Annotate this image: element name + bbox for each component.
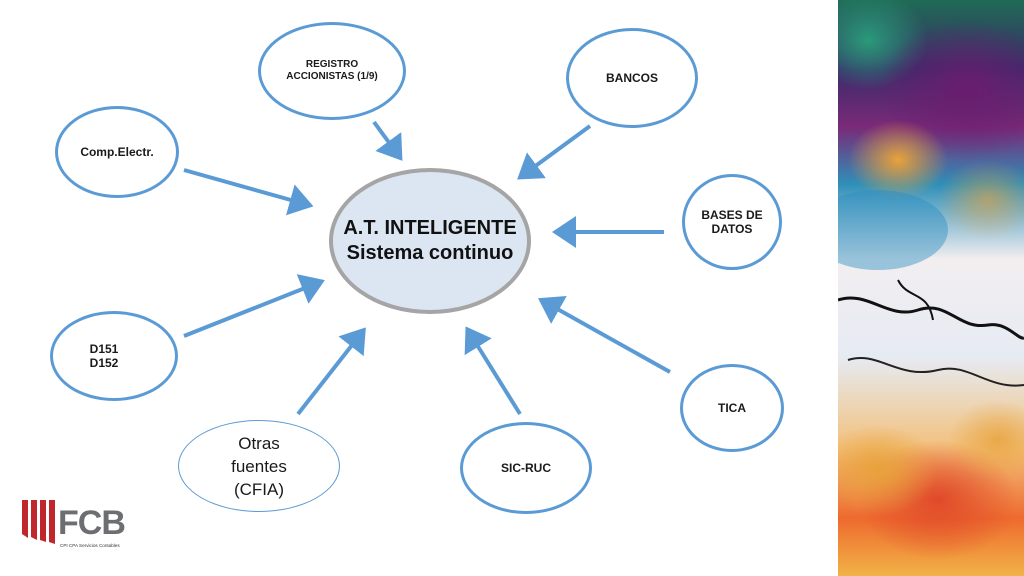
node-tica-label: TICA: [718, 401, 746, 415]
arrow-comp: [183, 168, 314, 216]
node-sic-ruc: SIC-RUC: [460, 422, 592, 514]
arrow-registro: [372, 120, 403, 161]
node-registro-accionistas: REGISTRO ACCIONISTAS (1/9): [258, 22, 406, 120]
center-title: A.T. INTELIGENTE: [343, 217, 517, 239]
svg-text:FCB: FCB: [58, 504, 125, 542]
arrow-sicruc: [464, 326, 522, 416]
node-comp-electr: Comp.Electr.: [55, 106, 179, 198]
node-otras-line3: (CFIA): [233, 479, 285, 499]
fcb-logo: FCB CPI CPA Servicios Contables: [22, 500, 126, 548]
node-sicruc-label: SIC-RUC: [501, 461, 551, 475]
svg-text:CPI CPA Servicios Contables: CPI CPA Servicios Contables: [60, 543, 120, 548]
arrow-tica: [538, 295, 671, 374]
arrow-bancos: [517, 124, 592, 180]
node-bancos-label: BANCOS: [605, 71, 658, 85]
center-subtitle: Sistema continuo: [346, 242, 514, 264]
node-comp-label: Comp.Electr.: [80, 145, 154, 159]
node-otras-line2: fuentes: [231, 456, 287, 476]
center-node: A.T. INTELIGENTE Sistema continuo: [329, 168, 531, 314]
node-registro-line1: REGISTRO: [305, 59, 359, 70]
node-otras-line1: Otras: [238, 433, 280, 453]
node-otras-fuentes: Otras fuentes (CFIA): [178, 420, 340, 512]
abstract-art-image: [838, 0, 1024, 576]
node-bases-line1: BASES DE: [701, 208, 763, 222]
node-bases-de-datos: BASES DE DATOS: [682, 174, 782, 270]
node-bancos: BANCOS: [566, 28, 698, 128]
node-tica: TICA: [680, 364, 784, 452]
node-d151-line2: D152: [89, 356, 119, 370]
node-d151-d152: D151 D152: [50, 311, 178, 401]
arrow-otras: [296, 327, 366, 416]
node-d151-line1: D151: [89, 342, 119, 356]
arrow-d151: [183, 274, 325, 338]
node-bases-line2: DATOS: [711, 222, 753, 236]
node-registro-line2: ACCIONISTAS (1/9): [286, 71, 378, 82]
